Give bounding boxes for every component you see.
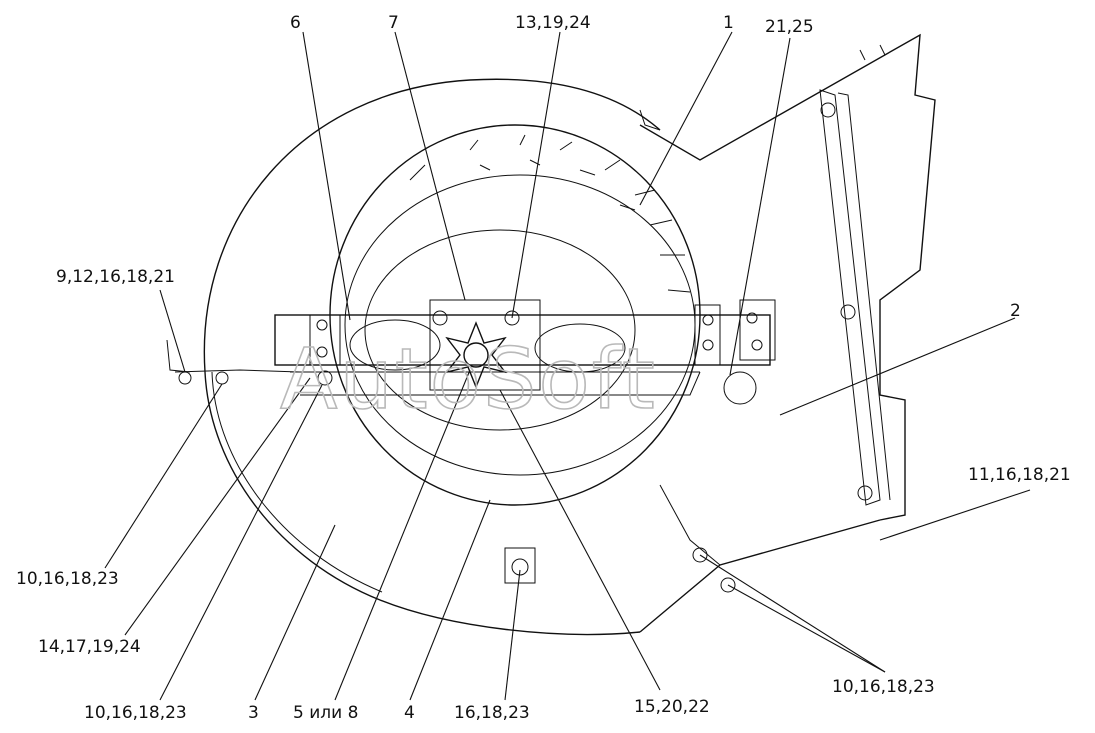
callout-16-18-23: 16,18,23 [454, 703, 530, 723]
leader-lines [104, 31, 1031, 701]
mounting-bracket-panel [639, 33, 936, 633]
callout-4: 4 [404, 703, 415, 723]
callout-1: 1 [723, 13, 734, 33]
callout-13-19-24: 13,19,24 [515, 13, 591, 33]
motor-mounting-bar [274, 299, 776, 396]
callout-14-17-19-24: 14,17,19,24 [38, 637, 141, 657]
callout-6: 6 [290, 13, 301, 33]
hub-star [445, 321, 507, 389]
callout-21-25: 21,25 [765, 17, 814, 37]
callout-5-or-8: 5 или 8 [293, 703, 358, 723]
callout-2: 2 [1010, 301, 1021, 321]
callout-7: 7 [388, 13, 399, 33]
watermark: AutoSoft [280, 330, 657, 428]
callout-15-20-22: 15,20,22 [634, 697, 710, 717]
callout-10-16-18-23-right: 10,16,18,23 [832, 677, 935, 697]
callout-10-16-18-23-bottom: 10,16,18,23 [84, 703, 187, 723]
callout-9-12-16-18-21: 9,12,16,18,21 [56, 267, 175, 287]
callout-11-16-18-21: 11,16,18,21 [968, 465, 1071, 485]
callout-10-16-18-23-left: 10,16,18,23 [16, 569, 119, 589]
callout-3: 3 [248, 703, 259, 723]
